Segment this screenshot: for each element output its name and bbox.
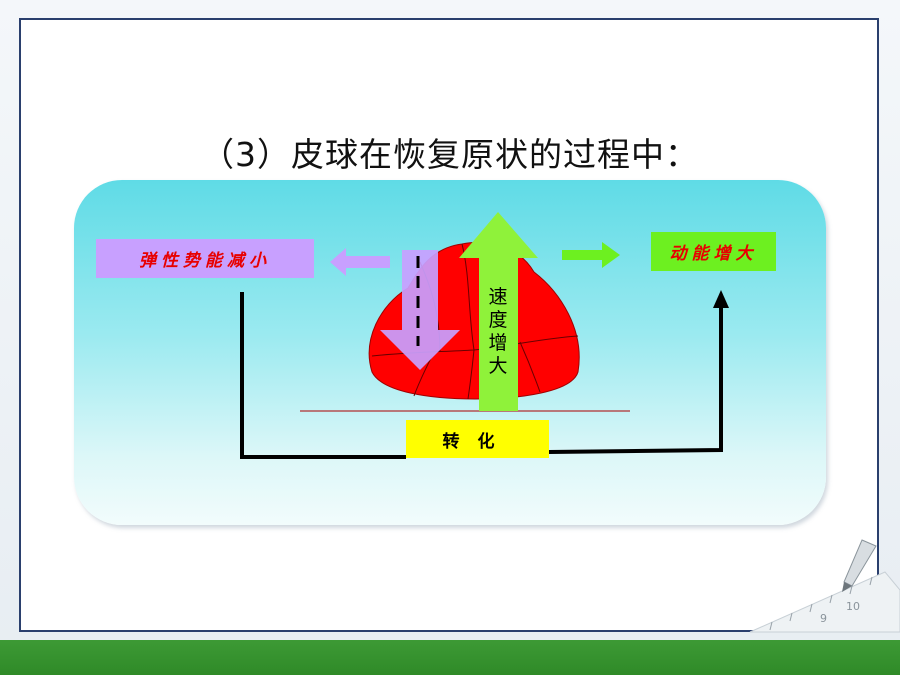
ball-shape: [368, 241, 580, 400]
speed-char: 增: [488, 332, 508, 354]
ball-seam: [519, 341, 541, 393]
kinetic-energy-label: 动能增大: [651, 232, 776, 271]
transform-label: 转化: [406, 420, 549, 458]
speed-char: 大: [488, 355, 508, 377]
speed-char: 速: [488, 286, 508, 308]
transform-path: [240, 292, 406, 459]
right-arrow: [562, 242, 620, 268]
ruler-mark: 10: [846, 600, 860, 613]
up-arrow: [459, 212, 538, 411]
ruler-mark: 9: [820, 612, 827, 625]
transform-path-right: [548, 306, 723, 454]
speed-increase-label: 速 度 增 大: [484, 286, 512, 378]
elastic-energy-label: 弹性势能减小: [96, 239, 314, 278]
ruler-icon: 9 10: [749, 571, 900, 633]
bottom-bar: [0, 640, 900, 675]
arrowhead-up: [713, 290, 729, 308]
ball-seam: [467, 349, 475, 400]
speed-char: 度: [488, 309, 508, 331]
down-arrow: [380, 250, 460, 370]
left-arrow: [330, 248, 390, 276]
slide-title: （3）皮球在恢复原状的过程中：: [201, 135, 699, 174]
pencil-icon: [842, 539, 877, 592]
